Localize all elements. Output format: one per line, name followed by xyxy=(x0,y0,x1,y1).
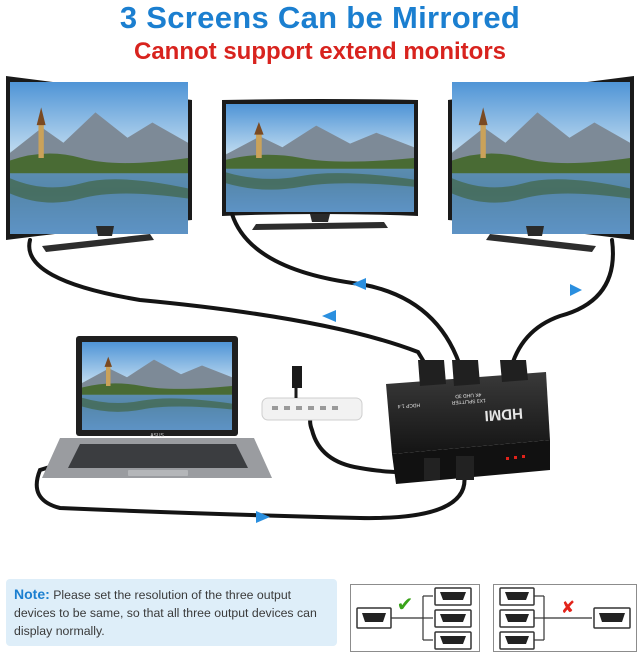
note-text: Please set the resolution of the three o… xyxy=(14,588,317,638)
device-hdcp-label: HDCP 1.4 xyxy=(397,401,420,409)
monitor-center xyxy=(222,99,418,230)
hdmi-port-icon xyxy=(434,631,472,650)
subheadline: Cannot support extend monitors xyxy=(134,38,506,65)
hdmi-port-icon xyxy=(434,609,472,628)
device-spec-label: 4K UHD 3D xyxy=(455,391,482,399)
monitor-right xyxy=(448,76,634,252)
check-icon: ✔ xyxy=(397,592,414,616)
device-model-label: 1X3 SPLITTER xyxy=(451,397,486,405)
cross-icon: ✘ xyxy=(561,598,575,618)
hdmi-port-icon xyxy=(499,609,535,628)
hdmi-port-icon xyxy=(499,631,535,650)
monitor-left xyxy=(6,76,192,252)
note-box: Note: Please set the resolution of the t… xyxy=(6,579,337,646)
hdmi-port-icon xyxy=(356,607,392,629)
note-label: Note: xyxy=(14,586,50,602)
hdmi-port-icon xyxy=(499,587,535,606)
hdmi-port-icon xyxy=(593,607,631,629)
signal-arrows xyxy=(256,278,582,523)
hdmi-port-icon xyxy=(434,587,472,606)
laptop: ASUS xyxy=(42,336,272,478)
power-strip xyxy=(261,366,363,421)
diagram-unsupported: ✘ xyxy=(493,584,637,652)
laptop-brand-label: ASUS xyxy=(150,433,164,439)
device-brand-label: HDMI xyxy=(484,404,523,424)
diagram-supported: ✔ xyxy=(350,584,480,652)
headline: 3 Screens Can be Mirrored xyxy=(119,0,521,35)
product-scene: ASUS HDMI 1X3 SPLITTER 4K UHD 3D HDCP 1.… xyxy=(6,76,634,523)
hdmi-splitter: HDMI 1X3 SPLITTER 4K UHD 3D HDCP 1.4 xyxy=(386,360,550,484)
